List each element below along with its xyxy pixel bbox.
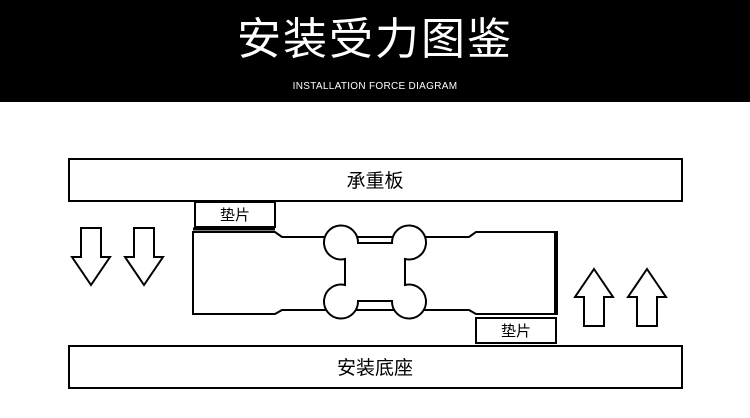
header-banner: 安装受力图鉴 INSTALLATION FORCE DIAGRAM — [0, 0, 750, 102]
mounting-base: 安装底座 — [68, 345, 683, 389]
top-plate-label: 承重板 — [346, 170, 403, 192]
up-arrow-icon — [573, 267, 615, 327]
down-arrow-icon — [123, 227, 165, 287]
down-arrow-icon — [70, 227, 112, 287]
bottom-shim: 垫片 — [475, 317, 557, 344]
up-arrow-icon — [626, 267, 668, 327]
top-shim-label: 垫片 — [220, 206, 250, 224]
page-subtitle: INSTALLATION FORCE DIAGRAM — [292, 81, 458, 92]
base-label: 安装底座 — [337, 357, 413, 379]
bottom-shim-label: 垫片 — [501, 322, 531, 340]
load-cell — [192, 224, 558, 320]
page-title: 安装受力图鉴 — [237, 14, 513, 65]
top-shim: 垫片 — [194, 201, 276, 228]
strain-gauge-hole-icon — [323, 224, 427, 320]
top-bearing-plate: 承重板 — [68, 158, 683, 202]
